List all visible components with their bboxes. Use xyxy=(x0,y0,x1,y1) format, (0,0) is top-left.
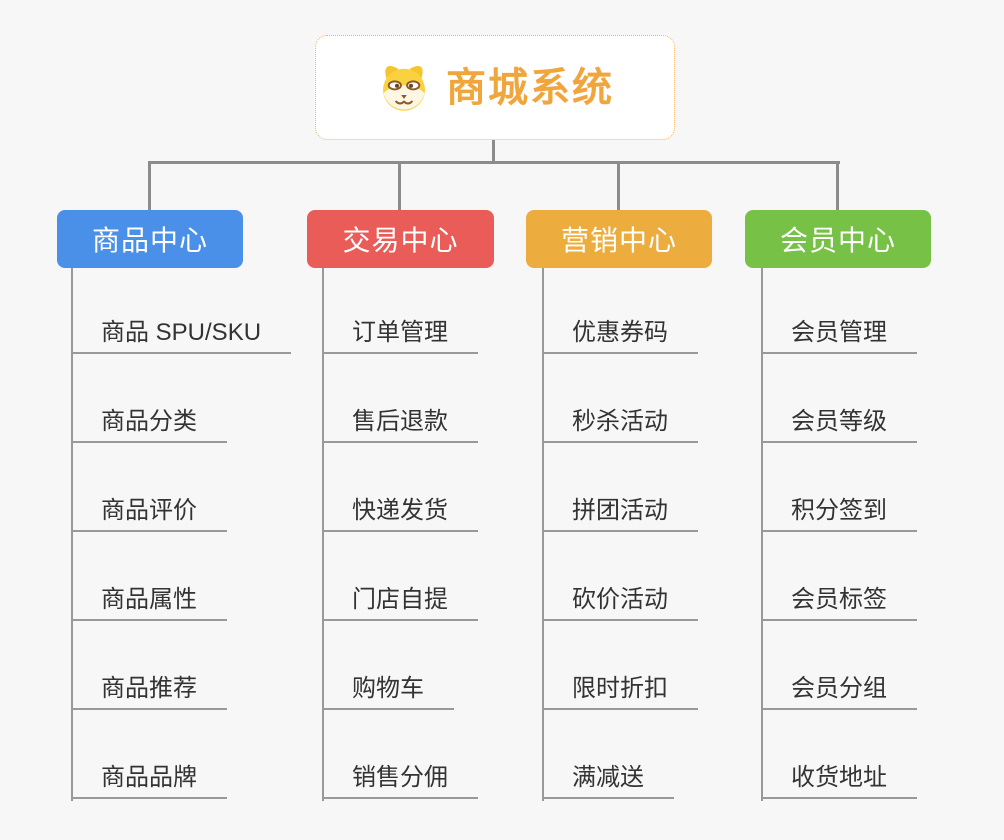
leaf-item[interactable]: 商品属性 xyxy=(71,577,227,621)
trunk-line-marketing xyxy=(542,268,544,801)
leaf-item[interactable]: 商品品牌 xyxy=(71,755,227,799)
leaf-item[interactable]: 限时折扣 xyxy=(542,666,698,710)
branch-node-product-center[interactable]: 商品中心 xyxy=(57,210,243,268)
connector-drop-member xyxy=(836,161,839,210)
leaf-item[interactable]: 快递发货 xyxy=(322,488,478,532)
branch-node-trade-center[interactable]: 交易中心 xyxy=(307,210,494,268)
trunk-line-member xyxy=(761,268,763,801)
leaf-item[interactable]: 售后退款 xyxy=(322,399,478,443)
leaf-item[interactable]: 收货地址 xyxy=(761,755,917,799)
leaf-item[interactable]: 门店自提 xyxy=(322,577,478,621)
connector-drop-trade xyxy=(398,161,401,210)
leaf-item[interactable]: 商品评价 xyxy=(71,488,227,532)
leaf-item[interactable]: 销售分佣 xyxy=(322,755,478,799)
leaf-item[interactable]: 订单管理 xyxy=(322,310,478,354)
leaf-item[interactable]: 会员等级 xyxy=(761,399,917,443)
connector-drop-product xyxy=(148,161,151,210)
root-node-mall-system[interactable]: 商城系统 xyxy=(315,35,675,140)
leaf-item[interactable]: 购物车 xyxy=(322,666,454,710)
leaf-item[interactable]: 满减送 xyxy=(542,755,674,799)
branch-node-member-center[interactable]: 会员中心 xyxy=(745,210,931,268)
leaf-item[interactable]: 砍价活动 xyxy=(542,577,698,621)
trunk-line-product xyxy=(71,268,73,801)
leaf-item[interactable]: 优惠券码 xyxy=(542,310,698,354)
leaf-item[interactable]: 积分签到 xyxy=(761,488,917,532)
leaf-item[interactable]: 商品分类 xyxy=(71,399,227,443)
branch-node-marketing-center[interactable]: 营销中心 xyxy=(526,210,712,268)
leaf-item[interactable]: 会员标签 xyxy=(761,577,917,621)
root-node-label: 商城系统 xyxy=(446,65,614,110)
shiba-dog-icon xyxy=(383,65,425,111)
leaf-item[interactable]: 会员分组 xyxy=(761,666,917,710)
leaf-item[interactable]: 秒杀活动 xyxy=(542,399,698,443)
connector-root-stem xyxy=(492,140,495,164)
leaf-item[interactable]: 商品 SPU/SKU xyxy=(71,310,292,354)
leaf-item[interactable]: 商品推荐 xyxy=(71,666,227,710)
trunk-line-trade xyxy=(322,268,324,801)
connector-horizontal-bar xyxy=(148,161,840,164)
leaf-item[interactable]: 拼团活动 xyxy=(542,488,698,532)
connector-drop-marketing xyxy=(617,161,620,210)
leaf-item[interactable]: 会员管理 xyxy=(761,310,917,354)
